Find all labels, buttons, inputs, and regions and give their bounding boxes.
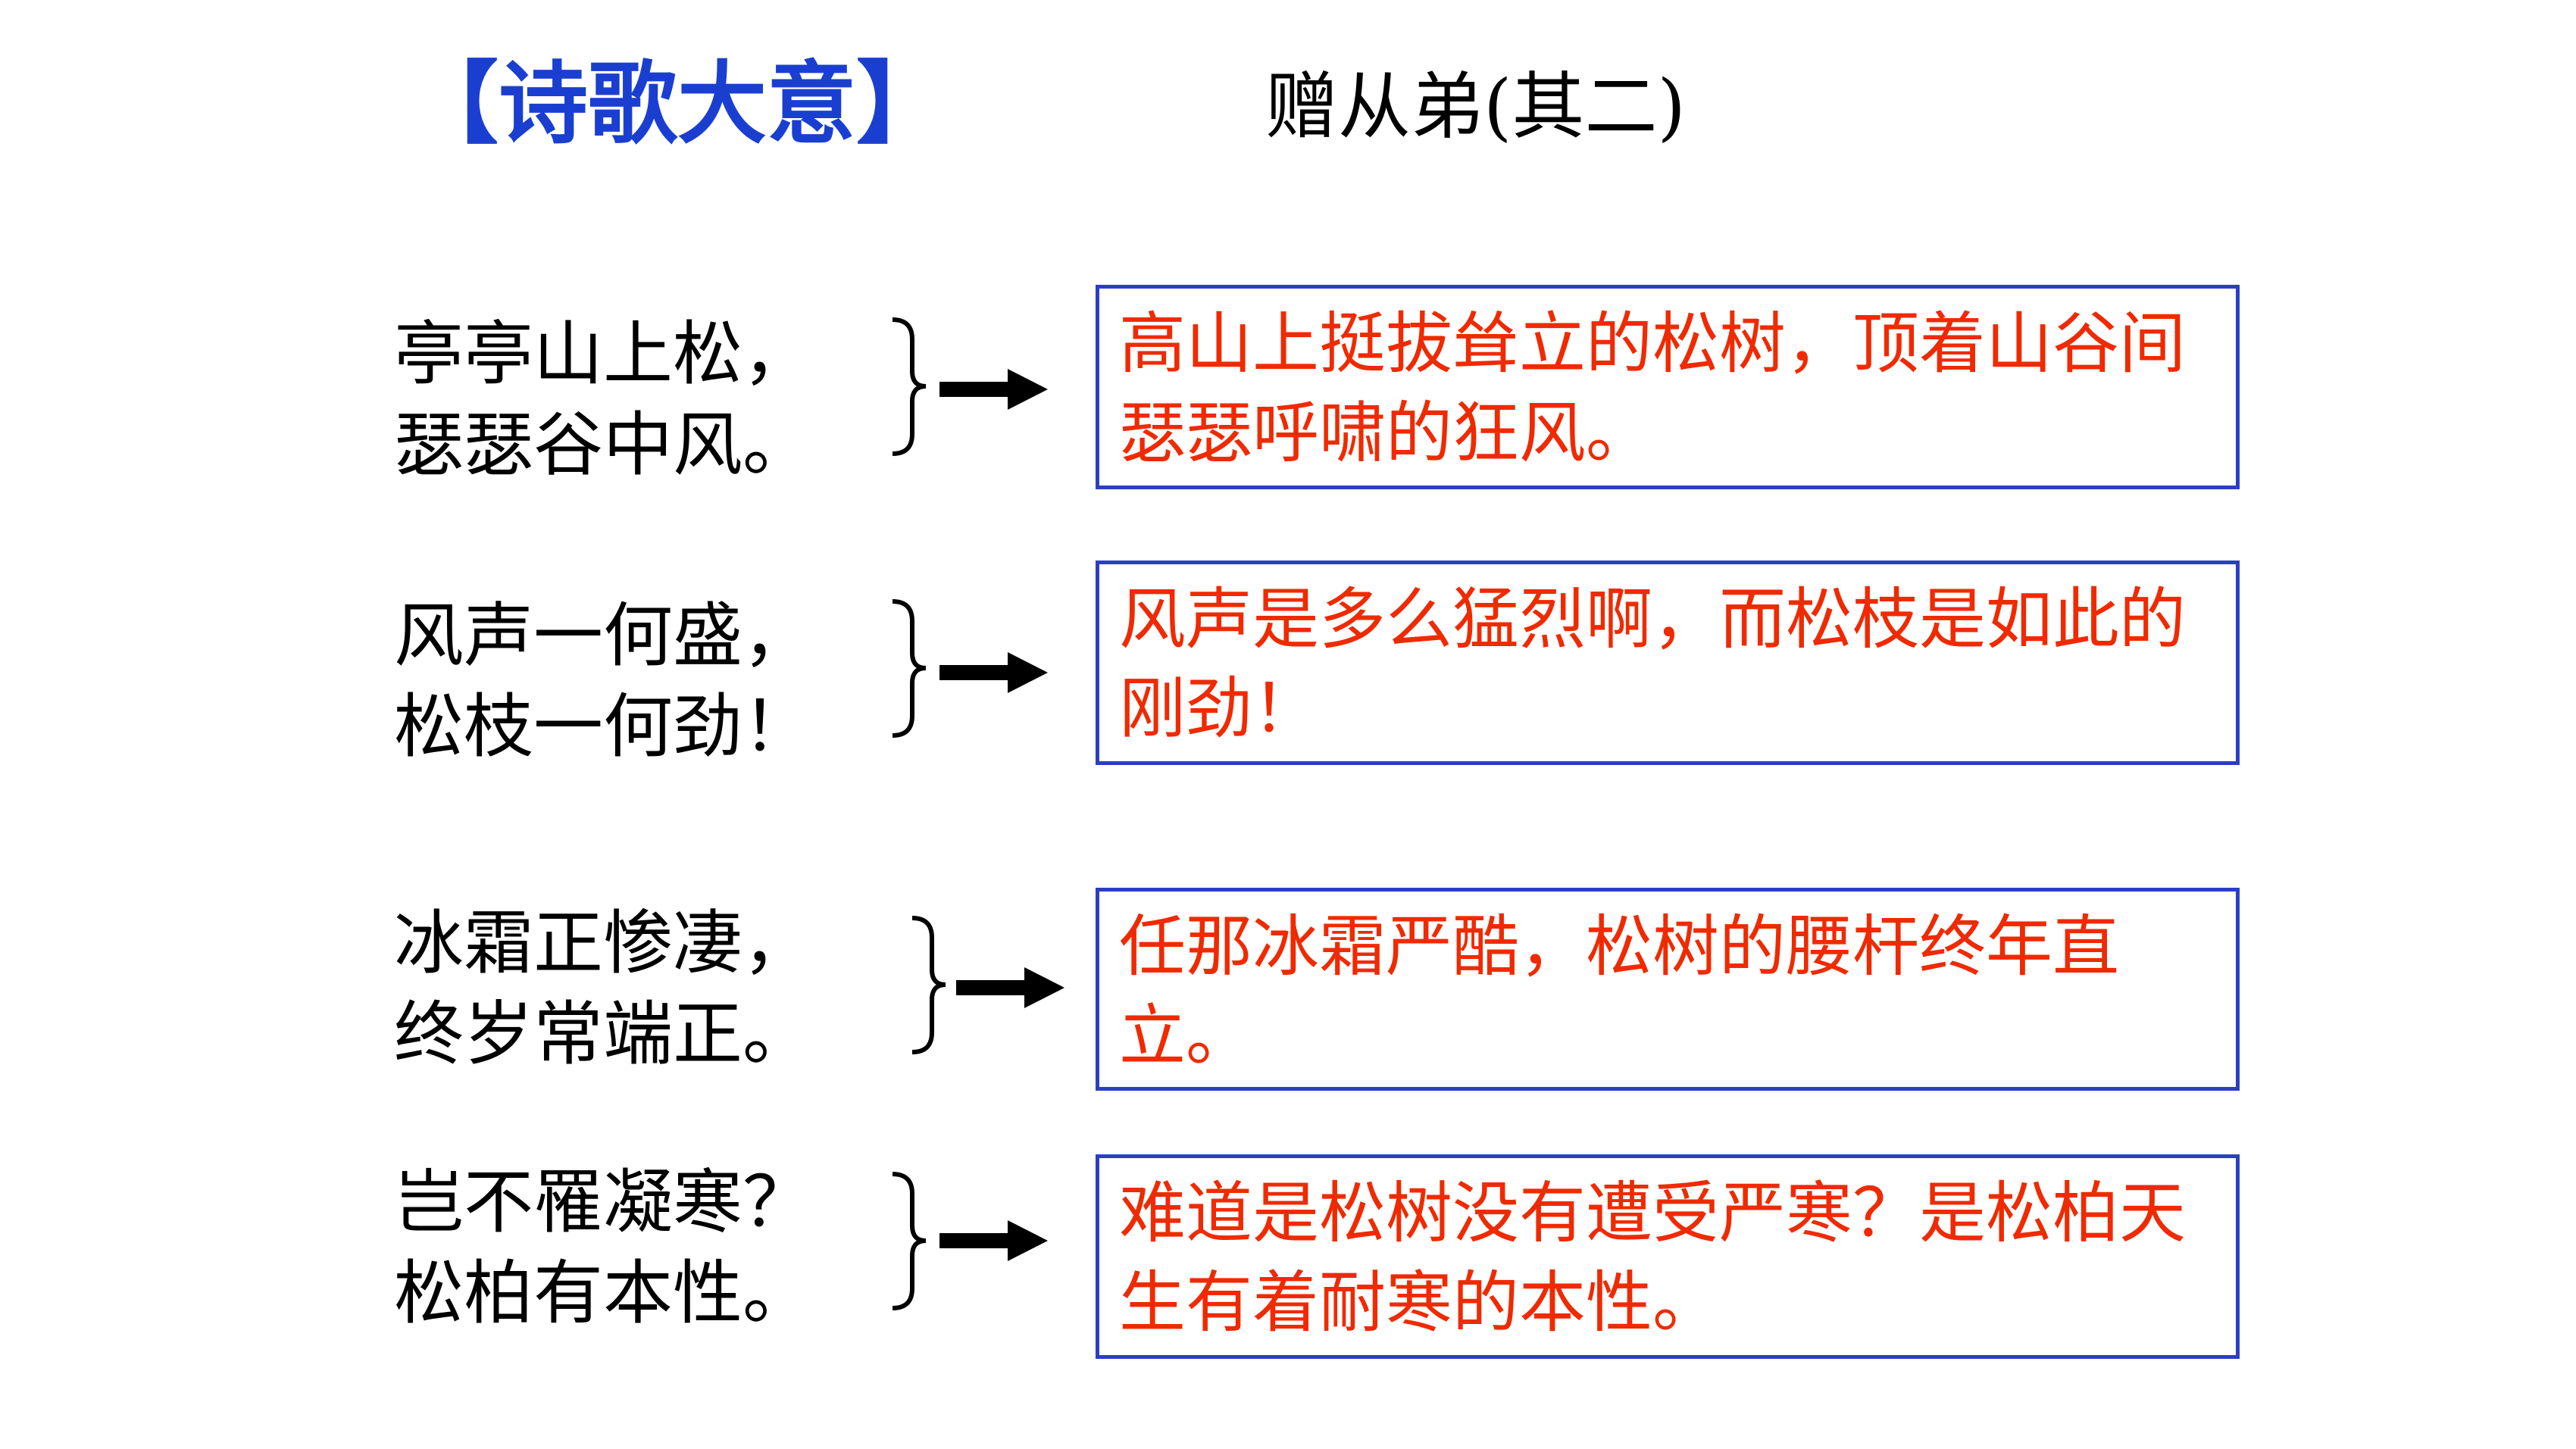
poem-line: 终岁常端正。 (394, 994, 813, 1075)
poem-line: 风声一何盛， (394, 595, 813, 676)
explanation-box-3: 任那冰霜严酷，松树的腰杆终年直立。 (1096, 888, 2240, 1091)
explanation-text: 高山上挺拔耸立的松树，顶着山谷间瑟瑟呼啸的狂风。 (1119, 304, 2187, 472)
poem-stanza-4: 岂不罹凝寒？ 松柏有本性。 (394, 1157, 849, 1339)
poem-line: 松柏有本性。 (394, 1253, 813, 1334)
right-brace-icon (892, 1172, 927, 1310)
poem-line: 冰霜正惨凄， (394, 903, 813, 984)
poem-stanza-1: 亭亭山上松， 瑟瑟谷中风。 (394, 309, 849, 491)
poem-line: 瑟瑟谷中风。 (394, 404, 813, 486)
explanation-box-4: 难道是松树没有遭受严寒？是松柏天生有着耐寒的本性。 (1096, 1154, 2240, 1359)
right-brace-icon (892, 599, 927, 738)
right-arrow-icon (939, 652, 1048, 693)
poem-line: 松枝一何劲！ (394, 686, 813, 767)
explanation-box-1: 高山上挺拔耸立的松树，顶着山谷间瑟瑟呼啸的狂风。 (1096, 285, 2240, 489)
right-brace-icon (911, 916, 946, 1054)
poem-stanza-2: 风声一何盛， 松枝一何劲！ (394, 591, 849, 773)
section-heading: 【诗歌大意】 (409, 52, 946, 156)
poem-line: 亭亭山上松， (394, 314, 813, 395)
right-arrow-icon (956, 967, 1064, 1008)
explanation-box-2: 风声是多么猛烈啊，而松枝是如此的刚劲！ (1096, 561, 2240, 765)
explanation-text: 任那冰霜严酷，松树的腰杆终年直立。 (1119, 907, 2120, 1075)
explanation-text: 难道是松树没有遭受严寒？是松柏天生有着耐寒的本性。 (1119, 1174, 2187, 1341)
right-arrow-icon (939, 1220, 1048, 1261)
poem-title: 赠从弟(其二) (1265, 64, 1686, 149)
right-arrow-icon (939, 369, 1048, 410)
poem-stanza-3: 冰霜正惨凄， 终岁常端正。 (394, 898, 849, 1080)
explanation-text: 风声是多么猛烈啊，而松枝是如此的刚劲！ (1119, 580, 2187, 748)
poem-line: 岂不罹凝寒？ (394, 1162, 813, 1243)
right-brace-icon (892, 317, 927, 456)
